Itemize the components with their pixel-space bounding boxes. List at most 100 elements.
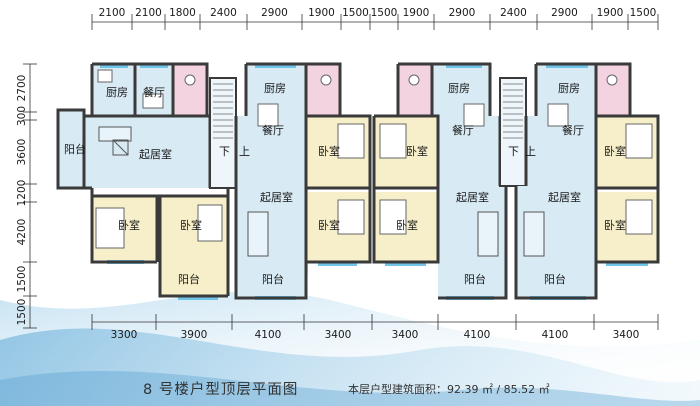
label-kitchen: 厨房 [448,82,470,95]
dimension-label: 3400 [613,329,640,341]
label-kitchen: 厨房 [106,86,128,99]
dimension-label: 4100 [255,329,282,341]
toilet-icon [408,74,420,86]
dimension-label: 3400 [325,329,352,341]
dimension-label: 1800 [169,7,196,19]
dimension-label: 1500 [630,7,657,19]
toilet-icon [320,74,332,86]
bed-icon [379,199,407,235]
bed-icon [95,207,125,249]
unit-c-balcony [438,274,506,298]
label-stair-down: 下 [219,145,230,158]
unit-b [234,62,372,300]
table-icon [142,93,164,109]
unit-d [514,62,660,300]
dimension-label: 2400 [210,7,237,19]
label-bedroom: 卧室 [318,218,340,232]
label-stair-down: 下 [508,145,519,158]
bed-icon [625,199,653,235]
label-balcony: 阳台 [544,272,566,286]
dimension-label: 2400 [500,7,527,19]
label-balcony: 阳台 [178,272,200,286]
unit-c-bath [398,64,432,116]
dimension-lines [23,14,659,330]
dimension-label: 2100 [135,7,162,19]
dimension-label: 4100 [542,329,569,341]
unit-b-balcony [236,274,306,298]
label-bedroom: 卧室 [604,144,626,158]
unit-c [372,62,508,300]
label-balcony: 阳台 [464,272,486,286]
unit-a-balcony-south [160,256,228,296]
dimension-label: 2100 [99,7,126,19]
label-living: 起居室 [260,190,293,204]
dimension-label: 2900 [261,7,288,19]
tv-icon [112,139,129,156]
dimension-label: 300 [16,106,28,126]
label-bedroom: 卧室 [406,144,428,158]
sofa-icon [98,126,132,142]
dimension-label: 1500 [371,7,398,19]
bed-icon [625,123,653,159]
dimension-label: 3400 [392,329,419,341]
dimension-label: 1900 [403,7,430,19]
room-labels: 厨房 餐厅 阳台 起居室 卧室 卧室 阳台 下 上 厨房 餐厅 起居室 阳台 卧… [64,82,626,286]
label-bedroom: 卧室 [604,218,626,232]
unit-d-balcony [516,274,596,298]
dimension-label: 4100 [464,329,491,341]
toilet-icon [606,74,618,86]
label-dining: 餐厅 [143,85,165,99]
label-dining: 餐厅 [452,123,474,137]
unit-a [56,62,230,300]
dimension-label: 1500 [342,7,369,19]
dimension-label: 3300 [111,329,138,341]
stove-icon [97,69,113,83]
sofa-icon [523,211,545,257]
label-living: 起居室 [456,190,489,204]
dimension-label: 1500 [16,266,28,293]
unit-b-dining [236,116,306,186]
label-kitchen: 厨房 [264,82,286,95]
label-bedroom: 卧室 [318,144,340,158]
dimension-label: 1900 [308,7,335,19]
unit-b-bath [306,64,340,116]
label-balcony: 阳台 [262,272,284,286]
label-living: 起居室 [548,190,581,204]
bed-icon [379,123,407,159]
bed-icon [337,199,365,235]
table-icon [463,103,485,127]
plan-title: 8 号楼户型顶层平面图 [143,382,299,398]
label-kitchen: 厨房 [558,82,580,95]
dimension-label: 4200 [16,219,28,246]
label-stair-up: 上 [239,145,250,158]
dimension-label: 2700 [16,75,28,102]
dimension-label: 2900 [551,7,578,19]
label-bedroom: 卧室 [180,218,202,232]
dimension-label: 2900 [449,7,476,19]
dimension-label: 3600 [16,139,28,166]
table-icon [257,103,279,127]
bed-icon [197,204,223,242]
sofa-icon [247,211,269,257]
stairwell-a [209,77,237,189]
sofa-icon [477,211,499,257]
label-bedroom: 卧室 [396,218,418,232]
label-bedroom: 卧室 [118,218,140,232]
unit-c-dining [438,116,500,186]
dimension-label: 1200 [16,180,28,207]
label-balcony: 阳台 [64,142,86,156]
dimension-label: 3900 [181,329,208,341]
label-living: 起居室 [139,147,172,161]
dimension-label: 1500 [16,299,28,326]
walls [82,62,230,298]
unit-d-dining [526,116,596,186]
unit-d-bath [596,64,630,116]
area-info: 本层户型建筑面积：92.39 ㎡ / 85.52 ㎡ [348,383,550,396]
unit-a-bath [173,64,207,116]
dimension-label: 1900 [597,7,624,19]
table-icon [547,103,569,127]
label-dining: 餐厅 [262,123,284,137]
bed-icon [337,123,365,159]
